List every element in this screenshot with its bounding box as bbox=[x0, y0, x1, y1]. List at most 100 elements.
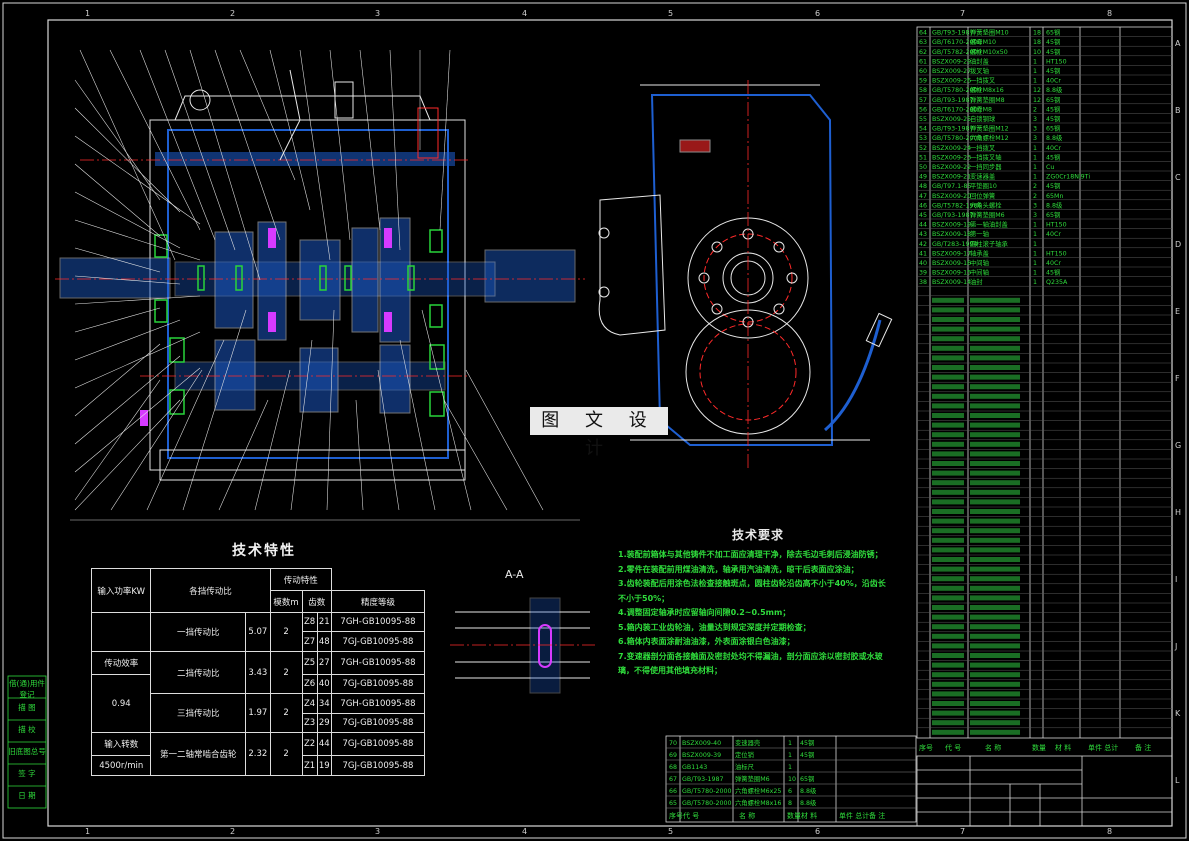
bom-name: 变速器盖 bbox=[970, 172, 996, 181]
bom-filler bbox=[970, 441, 1020, 447]
leader-line bbox=[443, 399, 508, 511]
bom-filler bbox=[932, 499, 964, 505]
bom-qty: 1 bbox=[1033, 174, 1037, 181]
bom-filler bbox=[970, 633, 1020, 639]
small-bom-code: GB/T5780-2000 bbox=[682, 800, 732, 807]
leader-line bbox=[74, 295, 201, 305]
bom-no: 38 bbox=[919, 279, 927, 286]
bom-code: GB/T5782-1986 bbox=[932, 202, 982, 209]
bom-material: HT150 bbox=[1046, 250, 1067, 257]
bom-no: 64 bbox=[919, 30, 927, 37]
small-bom-frame bbox=[665, 735, 917, 823]
small-bom-code: GB/T5780-2000 bbox=[682, 788, 732, 795]
bom-filler bbox=[970, 653, 1020, 658]
requirement-item: 6.箱体内表面涂耐油油漆，外表面涂银白色油漆； bbox=[618, 637, 795, 646]
bom-filler bbox=[932, 374, 964, 380]
bom-name: 螺栓M10x50 bbox=[970, 47, 1008, 56]
bom-filler bbox=[970, 451, 1020, 457]
bom-no: 50 bbox=[919, 164, 927, 171]
bom-filler bbox=[932, 701, 964, 706]
bom-filler bbox=[970, 566, 1020, 572]
bom-filler bbox=[932, 393, 964, 399]
leader-line bbox=[74, 379, 161, 501]
bom-filler bbox=[970, 297, 1020, 303]
leader-line bbox=[74, 163, 161, 237]
spec-cell: Z2 bbox=[301, 732, 318, 757]
bom-filler bbox=[932, 509, 964, 514]
leader-line bbox=[355, 399, 364, 511]
leader-line bbox=[109, 49, 201, 231]
small-bom-qty: 8 bbox=[788, 800, 792, 807]
bom-code: GB/T5780-2000 bbox=[932, 87, 982, 94]
bom-name: 轴承盖 bbox=[970, 248, 990, 257]
bom-filler bbox=[932, 537, 964, 543]
leader-line bbox=[359, 49, 381, 231]
requirement-item: 1.装配前箱体与其他铸件不加工面应清理干净，除去毛边毛刺后浸油防锈； bbox=[618, 550, 883, 559]
bom-filler bbox=[970, 509, 1020, 514]
bom-filler bbox=[970, 317, 1020, 322]
bom-no: 54 bbox=[919, 126, 927, 133]
bom-filler bbox=[970, 489, 1020, 495]
bom-qty: 1 bbox=[1033, 250, 1037, 257]
bom-name: 弹簧垫圈M8 bbox=[970, 95, 1005, 104]
bom-qty: 1 bbox=[1033, 270, 1037, 277]
bom-code: BSZX009-19 bbox=[932, 222, 971, 229]
bom-filler bbox=[932, 297, 964, 303]
grid-number: 7 bbox=[960, 9, 965, 18]
grid-letter: H bbox=[1175, 508, 1181, 517]
leader-line bbox=[74, 343, 161, 417]
grid-number: 4 bbox=[522, 9, 527, 18]
bom-filler bbox=[932, 729, 964, 735]
bom-code: GB/T93-1987 bbox=[932, 212, 973, 219]
bom-filler bbox=[932, 557, 964, 562]
bom-no: 63 bbox=[919, 39, 927, 46]
bom-code: GB/T5780-2000 bbox=[932, 135, 982, 142]
bom-qty: 2 bbox=[1033, 106, 1037, 113]
bom-qty: 1 bbox=[1033, 78, 1037, 85]
bom-name: 弹簧垫圈M12 bbox=[970, 124, 1009, 133]
bom-qty: 1 bbox=[1033, 154, 1037, 161]
small-bom-qty: 10 bbox=[788, 776, 796, 783]
spec-cell: 7GH-GB10095-88 bbox=[330, 611, 426, 633]
small-bom-qty: 1 bbox=[788, 752, 792, 759]
bom-no: 59 bbox=[919, 78, 927, 85]
leader-line bbox=[239, 49, 296, 181]
bom-filler bbox=[970, 384, 1020, 390]
small-bom-header: 单件 总计 bbox=[839, 811, 869, 820]
bom-code: GB/T6170-2000 bbox=[932, 106, 982, 113]
bom-name: 油封 bbox=[970, 277, 983, 286]
bom-no: 48 bbox=[919, 183, 927, 190]
bom-code: BSZX009-22 bbox=[932, 164, 971, 171]
leader-line bbox=[74, 135, 201, 225]
bom-filler bbox=[970, 336, 1020, 342]
bom-filler bbox=[970, 461, 1020, 466]
bom-filler bbox=[970, 518, 1020, 524]
bom-name: 第一轴油封盖 bbox=[970, 220, 1008, 229]
sidebar-label: 描 图 bbox=[18, 703, 36, 712]
bom-filler bbox=[970, 470, 1020, 476]
bom-material: 40Cr bbox=[1046, 145, 1061, 152]
grid-number: 3 bbox=[375, 827, 380, 836]
bom-filler bbox=[970, 605, 1020, 610]
bom-name: 中间轴 bbox=[970, 258, 989, 267]
grid-letter: F bbox=[1175, 374, 1180, 383]
bom-no: 41 bbox=[919, 250, 927, 257]
bom-filler bbox=[932, 336, 964, 342]
small-bom-qty: 1 bbox=[788, 764, 792, 771]
bom-filler bbox=[932, 547, 964, 553]
bom-qty: 18 bbox=[1033, 39, 1041, 46]
requirement-item: 4.调整固定轴承时应留轴向间隙0.2~0.5mm； bbox=[618, 608, 791, 617]
requirement-item: 璃，不得使用其他填充材料； bbox=[618, 666, 722, 675]
small-bom-code: BSZX009-40 bbox=[682, 740, 721, 747]
grid-letter: K bbox=[1175, 709, 1181, 718]
bom-filler bbox=[932, 633, 964, 639]
small-bom-material: 8.8级 bbox=[800, 786, 817, 795]
bom-qty: 3 bbox=[1033, 135, 1037, 142]
bom-filler bbox=[970, 576, 1020, 582]
bom-code: BSZX009-21 bbox=[932, 174, 971, 181]
bom-qty: 2 bbox=[1033, 183, 1037, 190]
bom-filler bbox=[932, 672, 964, 678]
small-bom-header: 名 称 bbox=[739, 811, 755, 820]
bom-code: BSZX009-29 bbox=[932, 58, 971, 65]
